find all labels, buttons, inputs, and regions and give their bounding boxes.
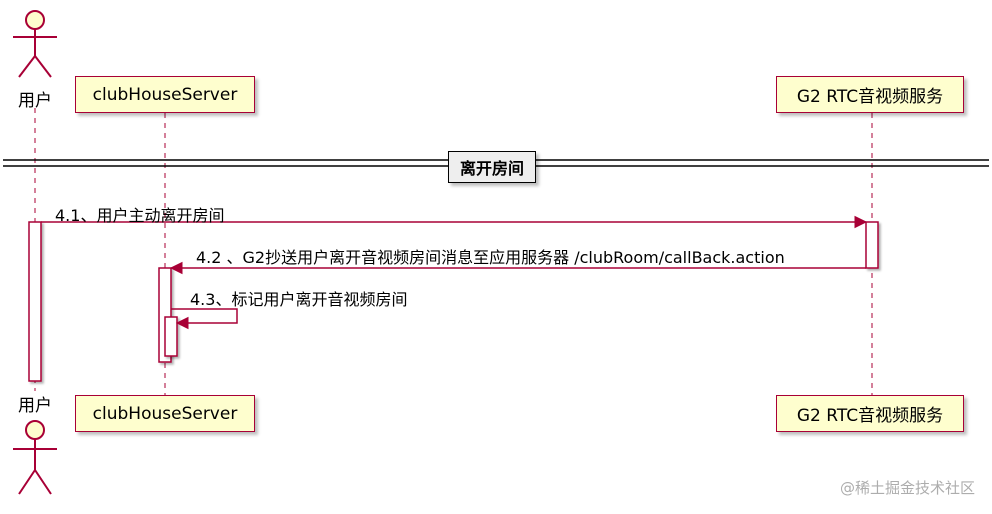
actor-icon-bottom	[13, 420, 57, 495]
message-41-label: 4.1、用户主动离开房间	[55, 206, 225, 225]
arrow-head-message-43	[175, 316, 189, 330]
arrow-head-message-41	[854, 215, 868, 229]
participant-g2-rtc-top: G2 RTC音视频服务	[776, 76, 964, 113]
participant-clubhouseserver-bottom: clubHouseServer	[75, 395, 255, 432]
message-43-label: 4.3、标记用户离开音视频房间	[190, 290, 408, 309]
actor-label-top: 用户	[18, 91, 52, 111]
activation-g2	[865, 221, 879, 269]
participant-g2-rtc-bottom: G2 RTC音视频服务	[776, 395, 964, 432]
activation-user	[28, 221, 42, 382]
actor-icon-top	[13, 10, 57, 78]
watermark: @稀土掘金技术社区	[839, 479, 975, 497]
message-42-label: 4.2 、G2抄送用户离开音视频房间消息至应用服务器 /clubRoom/cal…	[196, 248, 785, 267]
arrow-message-43	[171, 308, 238, 324]
divider-label: 离开房间	[447, 151, 537, 183]
participant-clubhouseserver-top: clubHouseServer	[75, 76, 255, 113]
activation-clubhouseserver-nested	[164, 316, 178, 357]
actor-label-bottom: 用户	[18, 396, 52, 416]
arrow-head-message-42	[169, 261, 183, 275]
